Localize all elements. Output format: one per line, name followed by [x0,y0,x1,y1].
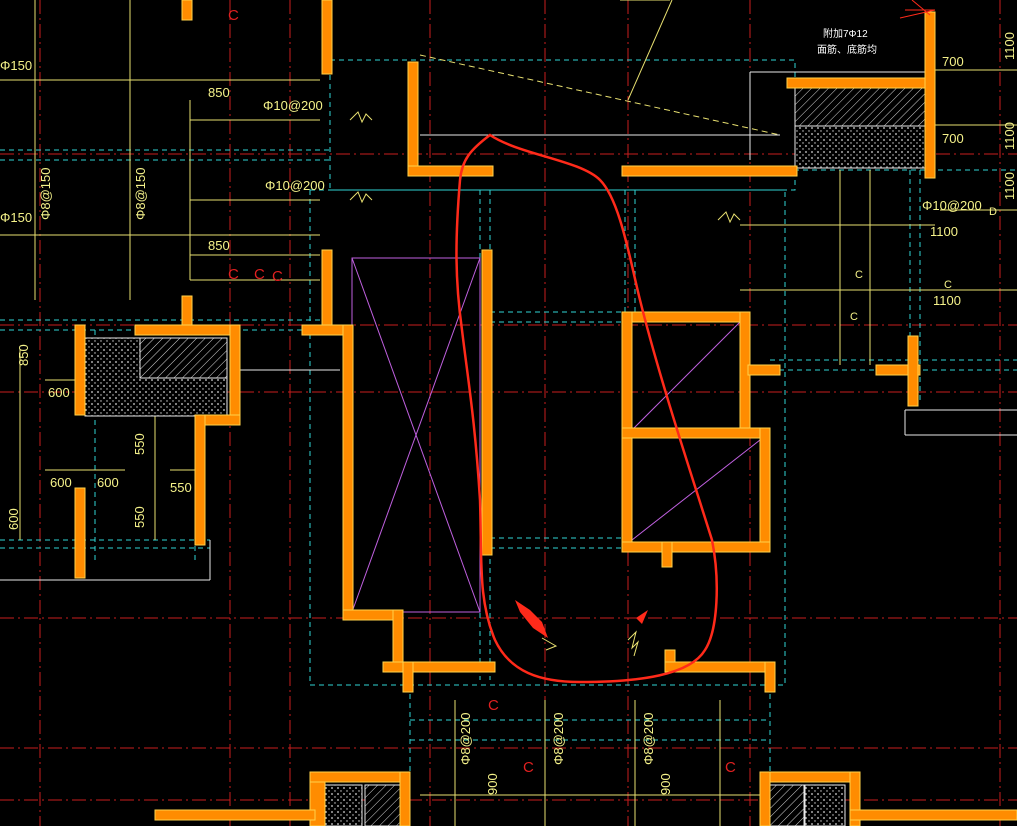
rebar-break-symbols [349,111,741,657]
dim-1100-b: 1100 [933,293,961,308]
beam-outlines [0,59,1017,826]
svg-text:C: C [254,266,265,283]
dim-550-vert: 550 [132,433,147,455]
dim-1100-a: 1100 [930,224,958,239]
hatched-columns [84,87,926,826]
rebar-label-1: Φ10@200 [263,98,323,113]
svg-text:C: C [855,269,863,281]
dim-1100-vert-1: 1100 [1002,32,1017,60]
vert-rebar-3: Φ8@200 [458,713,473,766]
vert-rebar-2: Φ8@150 [133,168,148,221]
svg-text:C: C [272,268,283,285]
dimension-texts: 850 850 Φ10@200 Φ10@200 Φ10@200 Φ150 Φ15… [0,27,1017,795]
axis-markers: C C C C C C C C C C D [228,7,997,776]
svg-text:C: C [944,279,952,291]
svg-text:C: C [523,759,534,776]
outline-lines [0,71,1017,581]
svg-text:C: C [850,311,858,323]
dim-850-top: 850 [208,85,230,100]
dim-1100-vert-3: 1100 [1002,172,1017,200]
svg-text:C: C [725,759,736,776]
dim-700-mid: 700 [942,131,964,146]
red-markup [455,0,936,684]
vert-rebar-4: Φ8@200 [551,713,566,766]
dim-700-top: 700 [942,54,964,69]
note-line-2: 面筋、底筋均 [817,43,877,56]
dim-600-b: 600 [50,475,72,490]
svg-text:C: C [228,266,239,283]
svg-text:C: C [488,697,499,714]
dim-600-vert: 600 [6,508,21,530]
note-line-1: 附加7Φ12 [823,27,868,40]
dim-850-vert: 850 [16,344,31,366]
dim-900-a: 900 [485,773,500,795]
side-label-1: Φ150 [0,58,32,73]
svg-text:C: C [228,7,239,24]
rebar-label-3: Φ10@200 [922,198,982,213]
vert-rebar-1: Φ8@150 [38,168,53,221]
svg-text:D: D [989,206,997,218]
dim-900-b: 900 [658,773,673,795]
dim-1100-vert-2: 1100 [1002,122,1017,150]
dim-550-a: 550 [170,480,192,495]
rebar-label-2: Φ10@200 [265,178,325,193]
side-label-2: Φ150 [0,210,32,225]
dim-850-mid: 850 [208,238,230,253]
dim-600-c: 600 [97,475,119,490]
vert-rebar-5: Φ8@200 [641,713,656,766]
shear-walls [74,0,1017,826]
dim-550-vert-2: 550 [132,506,147,528]
dim-600-a: 600 [48,385,70,400]
